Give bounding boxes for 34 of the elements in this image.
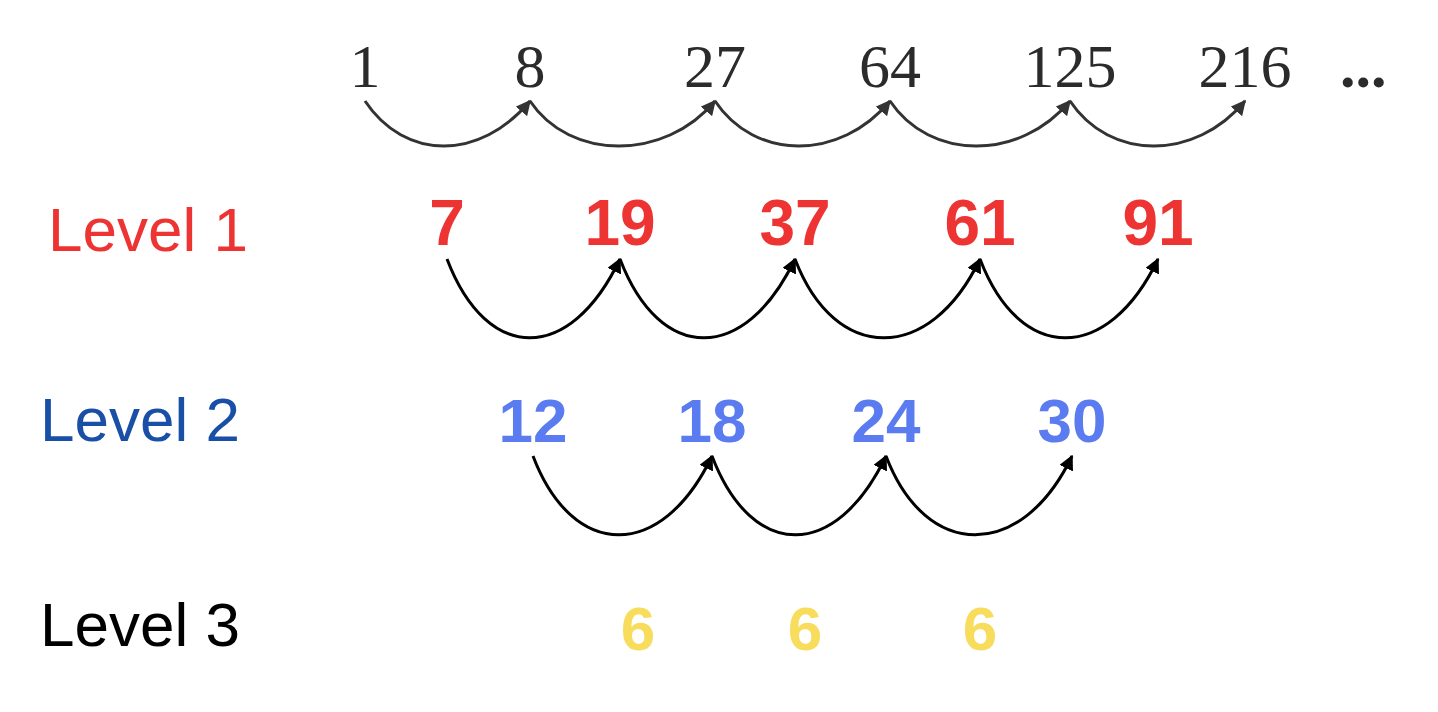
number: 91 [1122,191,1194,255]
curved-arrow [1068,99,1247,148]
number: 19 [584,191,656,255]
number: 12 [498,390,568,452]
curved-arrow [618,257,797,340]
number: 24 [851,390,921,452]
level-label: Level 1 [48,195,248,265]
level-label: Level 2 [40,385,240,455]
curved-arrow [978,257,1160,340]
number: 1 [349,35,381,97]
number: 6 [787,598,823,660]
number: 7 [429,191,465,255]
curved-arrow [445,257,622,340]
number: 6 [620,598,656,660]
number: 27 [684,35,746,97]
curved-arrow [713,99,892,148]
number: 216 [1198,35,1292,97]
curved-arrow [528,99,717,148]
curved-arrow [884,454,1074,537]
number: 8 [514,35,546,97]
number: 30 [1037,390,1107,452]
number: 6 [962,598,998,660]
curved-arrow [710,454,888,537]
level-label: Level 3 [40,590,240,660]
curved-arrow [793,257,982,340]
curved-arrow [888,99,1072,148]
number: 37 [759,191,831,255]
number: 125 [1023,35,1117,97]
number: 61 [944,191,1016,255]
number: 18 [677,390,747,452]
ellipsis: ... [1340,35,1387,97]
curved-arrow [363,99,532,148]
curved-arrow [531,454,714,537]
number: 64 [859,35,921,97]
